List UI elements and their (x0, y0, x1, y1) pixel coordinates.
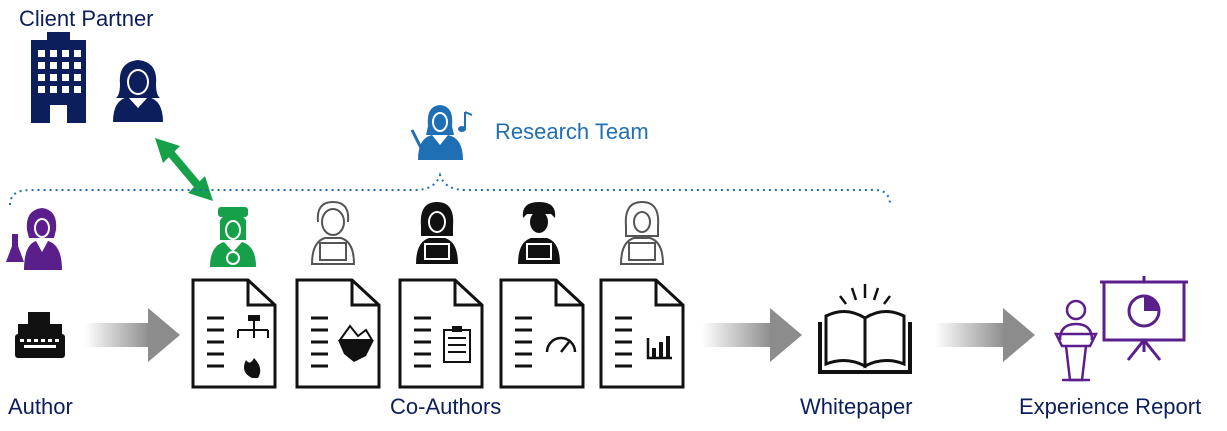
scientist-icon (6, 208, 62, 270)
captain-icon (210, 207, 256, 267)
flow-arrow-1 (85, 308, 180, 362)
building-icon (31, 32, 86, 123)
research-team-label: Research Team (495, 119, 649, 144)
co-authors-label: Co-Authors (390, 394, 502, 419)
flow-arrow-2 (702, 308, 802, 362)
conductor-icon (410, 105, 473, 160)
document-iceberg-icon (295, 278, 381, 389)
developer-icon (518, 202, 560, 264)
typewriter-icon (15, 312, 65, 358)
document-gauge-icon (499, 278, 585, 389)
double-arrow-icon (155, 138, 213, 201)
developer-icon (619, 200, 665, 265)
flow-arrow-3 (935, 308, 1035, 362)
client-partner-label: Client Partner (19, 6, 154, 31)
document-checklist-icon (398, 278, 484, 389)
experience-report-label: Experience Report (1019, 394, 1202, 419)
document-barchart-icon (599, 278, 685, 389)
developer-icon (416, 202, 458, 264)
presenter-icon (1053, 276, 1188, 382)
open-book-icon (818, 284, 912, 374)
document-hierarchy-fire-icon (191, 278, 277, 389)
whitepaper-label: Whitepaper (800, 394, 913, 419)
developer-icon (310, 200, 356, 265)
businesswoman-icon (113, 60, 163, 122)
team-brace (9, 171, 891, 206)
author-label: Author (8, 394, 73, 419)
